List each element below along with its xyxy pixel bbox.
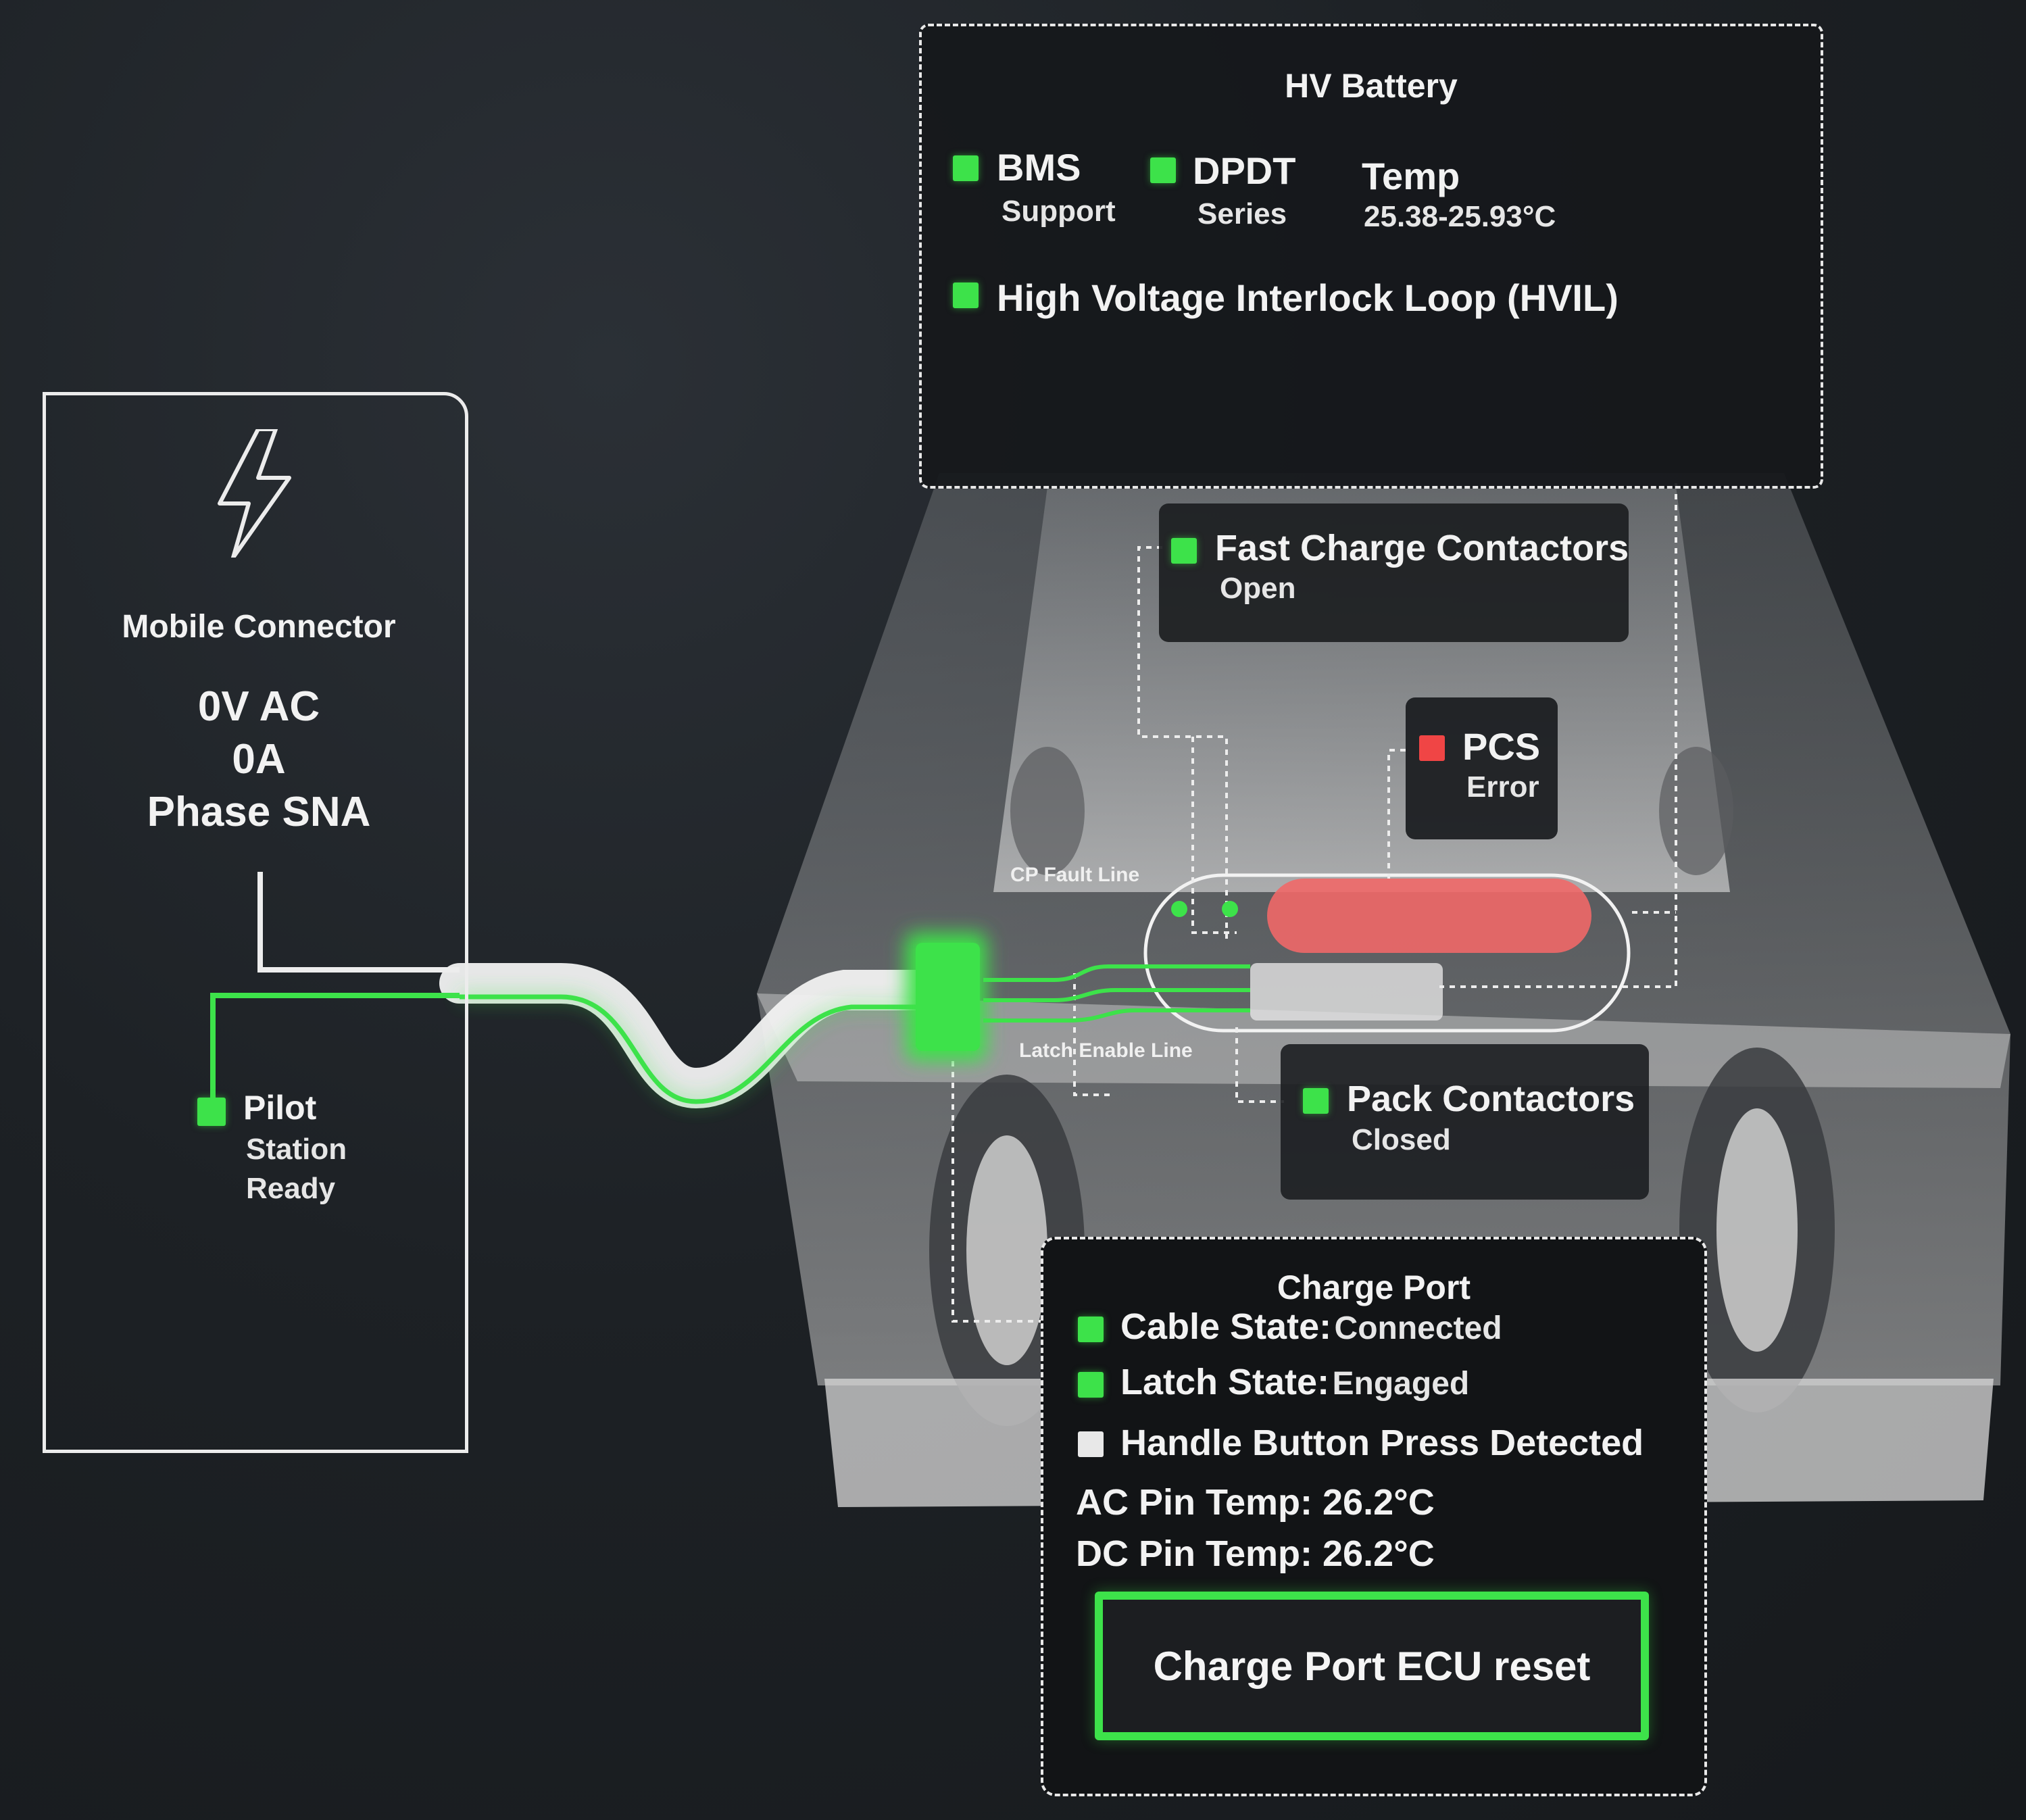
bms-indicator <box>953 155 979 181</box>
lightning-bolt-icon <box>218 429 291 558</box>
latch-state-indicator <box>1078 1372 1104 1398</box>
handle-button-indicator <box>1078 1431 1104 1457</box>
hvil-label: High Voltage Interlock Loop (HVIL) <box>997 276 1619 319</box>
pack-contactors-label: Pack Contactors <box>1347 1079 1635 1119</box>
cable-state-indicator <box>1078 1317 1104 1342</box>
pcs-indicator <box>1419 735 1445 761</box>
cable-state-value: Connected <box>1334 1310 1502 1346</box>
temp-value: 25.38-25.93°C <box>1364 200 1556 233</box>
ac-pin-temp: AC Pin Temp: 26.2°C <box>1076 1482 1435 1523</box>
handle-button-label: Handle Button Press Detected <box>1120 1423 1644 1463</box>
latch-state-row: Latch State: Engaged <box>1120 1361 1469 1403</box>
mobile-connector-panel <box>43 392 468 1453</box>
latch-state-value: Engaged <box>1332 1366 1470 1402</box>
charge-port-title: Charge Port <box>1277 1269 1471 1306</box>
pcs-label: PCS <box>1462 725 1541 768</box>
pilot-status-indicator <box>197 1098 226 1126</box>
dpdt-label: DPDT <box>1193 149 1296 192</box>
mobile-connector-voltage: 0V AC <box>197 683 320 730</box>
mobile-connector-phase: Phase SNA <box>147 789 371 835</box>
dc-pin-temp: DC Pin Temp: 26.2°C <box>1076 1533 1435 1574</box>
pcs-panel <box>1406 697 1558 839</box>
hvil-indicator <box>953 282 979 308</box>
pilot-status-line1: Station <box>246 1133 347 1166</box>
pilot-status-line2: Ready <box>246 1172 336 1205</box>
pack-contactors-panel <box>1281 1044 1649 1200</box>
latch-enable-line-label: Latch Enable Line <box>1019 1039 1193 1062</box>
cable-state-label: Cable State: <box>1120 1306 1332 1347</box>
pack-contactors-status: Closed <box>1352 1123 1451 1156</box>
cable-state-row: Cable State: Connected <box>1120 1306 1502 1348</box>
dpdt-indicator <box>1150 157 1176 183</box>
hv-battery-title: HV Battery <box>1285 67 1458 105</box>
bms-label: BMS <box>997 146 1081 189</box>
dpdt-status: Series <box>1197 197 1287 230</box>
mobile-connector-title: Mobile Connector <box>122 609 396 645</box>
fast-charge-indicator <box>1171 538 1197 564</box>
latch-state-label: Latch State: <box>1120 1362 1330 1402</box>
fast-charge-status: Open <box>1220 572 1296 605</box>
temp-label: Temp <box>1362 155 1460 197</box>
charge-port-ecu-reset-button[interactable]: Charge Port ECU reset <box>1095 1592 1649 1740</box>
fast-charge-label: Fast Charge Contactors <box>1215 528 1629 568</box>
cp-fault-line-label: CP Fault Line <box>1010 864 1140 886</box>
mobile-connector-current: 0A <box>232 736 286 783</box>
hv-battery-panel <box>919 24 1823 489</box>
pack-contactors-indicator <box>1303 1088 1329 1114</box>
fast-charge-contactors-panel <box>1159 503 1629 642</box>
bms-status: Support <box>1002 195 1116 228</box>
pilot-label: Pilot <box>243 1089 317 1127</box>
pcs-status: Error <box>1466 770 1539 804</box>
